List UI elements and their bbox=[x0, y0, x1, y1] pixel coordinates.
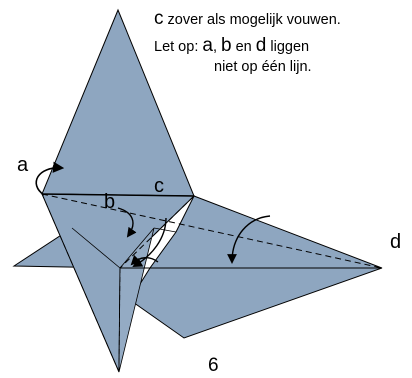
instruction-letter-c: c bbox=[154, 8, 164, 29]
point-label-b: b bbox=[104, 191, 116, 213]
arrow-lower bbox=[130, 254, 159, 266]
point-label-d: d bbox=[390, 231, 402, 253]
instruction-text-3: niet op één lijn. bbox=[214, 59, 312, 75]
right-upper-flap bbox=[149, 195, 383, 269]
point-label-a: a bbox=[17, 154, 29, 176]
instruction-line-2: Let op: a, b en d liggen bbox=[154, 36, 309, 55]
instruction-text-1: zover als mogelijk vouwen. bbox=[163, 12, 341, 28]
right-lower-flap bbox=[129, 267, 383, 339]
point-label-c: c bbox=[154, 175, 164, 197]
lower-inner-point bbox=[118, 227, 155, 373]
instruction-sep-2: en bbox=[231, 39, 256, 55]
arrow-d bbox=[227, 215, 271, 264]
instruction-prefix: Let op: bbox=[154, 39, 203, 55]
fold-line-a-d bbox=[41, 193, 383, 269]
fold-line-c-b bbox=[119, 195, 195, 269]
instruction-letter-a: a bbox=[202, 35, 213, 56]
instruction-line-3: niet op één lijn. bbox=[214, 60, 312, 75]
crease-center-left bbox=[71, 227, 121, 269]
instruction-line-1: c zover als mogelijk vouwen. bbox=[154, 9, 341, 28]
arrow-a bbox=[35, 161, 65, 196]
instruction-letter-b: b bbox=[221, 35, 232, 56]
step-number: 6 bbox=[208, 355, 219, 376]
instruction-text-2: liggen bbox=[266, 39, 310, 55]
arrow-b bbox=[117, 207, 137, 238]
instruction-sep-1: , bbox=[212, 39, 222, 55]
crease-a-c bbox=[41, 193, 195, 197]
instruction-letter-d: d bbox=[255, 35, 267, 56]
